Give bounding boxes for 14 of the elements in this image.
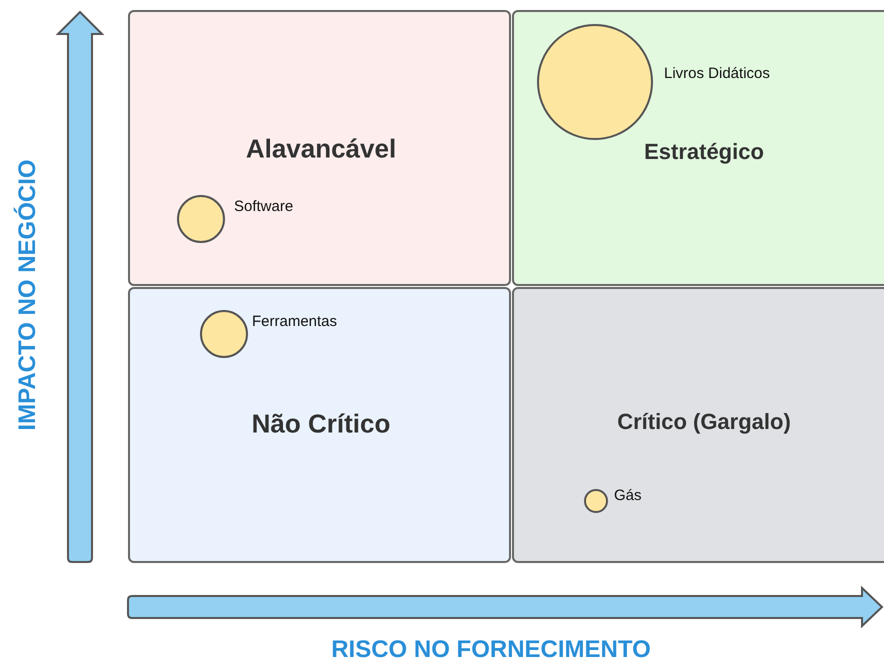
quadrant-panel [128, 287, 511, 563]
bubble-label: Ferramentas [252, 313, 338, 330]
quadrant-title: Crítico (Gargalo) [617, 409, 791, 435]
quadrant-panel [128, 10, 511, 286]
axis-title: IMPACTO NO NEGÓCIO [14, 159, 42, 431]
quadrant-title: Não Crítico [252, 408, 390, 440]
bubble-label: Software [234, 198, 294, 215]
quadrant-title: Alavancável [246, 134, 396, 164]
quadrant-title: Estratégico [644, 139, 764, 165]
bubble-label: Livros Didáticos [664, 65, 770, 82]
quadrant-panel [512, 287, 884, 563]
quadrant-panel [512, 10, 884, 286]
bubble-label: Gás [614, 487, 642, 504]
axis-title: RISCO NO FORNECIMENTO [331, 636, 651, 664]
